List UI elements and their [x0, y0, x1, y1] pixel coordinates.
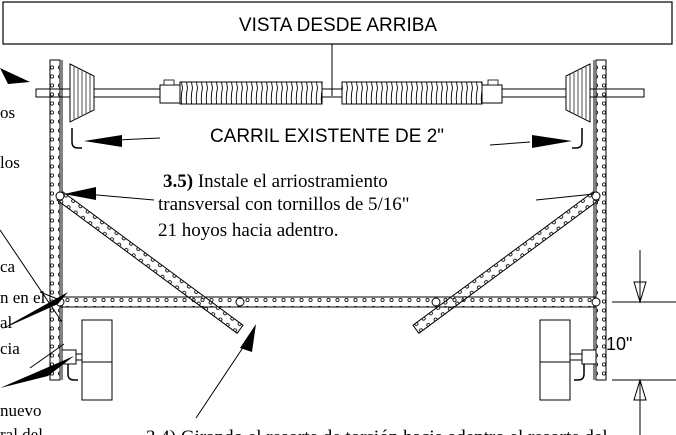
left-fragment-5: cia	[0, 339, 20, 358]
title-banner-text: VISTA DESDE ARRIBA	[239, 15, 437, 36]
left-vertical-angle	[49, 59, 61, 381]
right-track-hook-top	[572, 128, 583, 149]
torsion-shaft	[35, 44, 645, 98]
torsion-spring-right	[341, 79, 503, 105]
left-fragment-4: al	[0, 313, 13, 332]
left-fragment-3: n en el	[0, 288, 46, 307]
right-vertical-angle	[595, 59, 607, 381]
right-cross-brace	[412, 191, 600, 334]
step-3-5-line2: transversal con tornillos de 5/16"	[158, 194, 410, 215]
left-fragment-2: ca	[0, 257, 16, 276]
step-3-5-leader-lines	[64, 187, 595, 201]
rail-label: CARRIL EXISTENTE DE 2"	[210, 126, 444, 147]
brace-bolt-right	[591, 191, 601, 201]
horizontal-perforated-angle	[59, 296, 597, 308]
step-3-4-partial-text: 3.4) Girando el resorte de torsión hacia…	[146, 427, 608, 435]
right-bottom-bracket	[539, 319, 597, 401]
step-3-5-callout: 3.5) Instale el arriostramiento transver…	[158, 171, 410, 241]
dimension-label: 10"	[606, 334, 632, 354]
torsion-spring-left	[159, 79, 323, 105]
rail-arrow-right	[489, 135, 572, 148]
left-leader-lines	[0, 68, 74, 388]
left-cropped-text: os los ca n en el al cia nuevo ral del	[0, 103, 46, 435]
svg-text:3.5) Instale el arriostramient: 3.5) Instale el arriostramiento	[163, 171, 388, 192]
left-bottom-bracket	[61, 319, 113, 401]
rail-arrow-left	[84, 135, 161, 147]
step-3-5-number: 3.5)	[163, 171, 193, 192]
left-fragment-1: los	[0, 153, 20, 172]
left-cable-drum	[69, 63, 95, 123]
left-fragment-7: ral del	[0, 425, 43, 435]
step-3-5-line1: Instale el arriostramiento	[193, 171, 388, 192]
step-3-5-line3: 21 hoyos hacia adentro.	[158, 220, 338, 241]
right-cable-drum	[565, 63, 591, 123]
left-fragment-6: nuevo	[0, 401, 42, 420]
left-fragment-0: os	[0, 103, 15, 122]
left-track-hook-top	[71, 128, 82, 149]
title-banner: VISTA DESDE ARRIBA	[2, 1, 673, 45]
brace-bolt-left	[55, 191, 65, 201]
dimension-10-inch: 10"	[606, 250, 676, 435]
